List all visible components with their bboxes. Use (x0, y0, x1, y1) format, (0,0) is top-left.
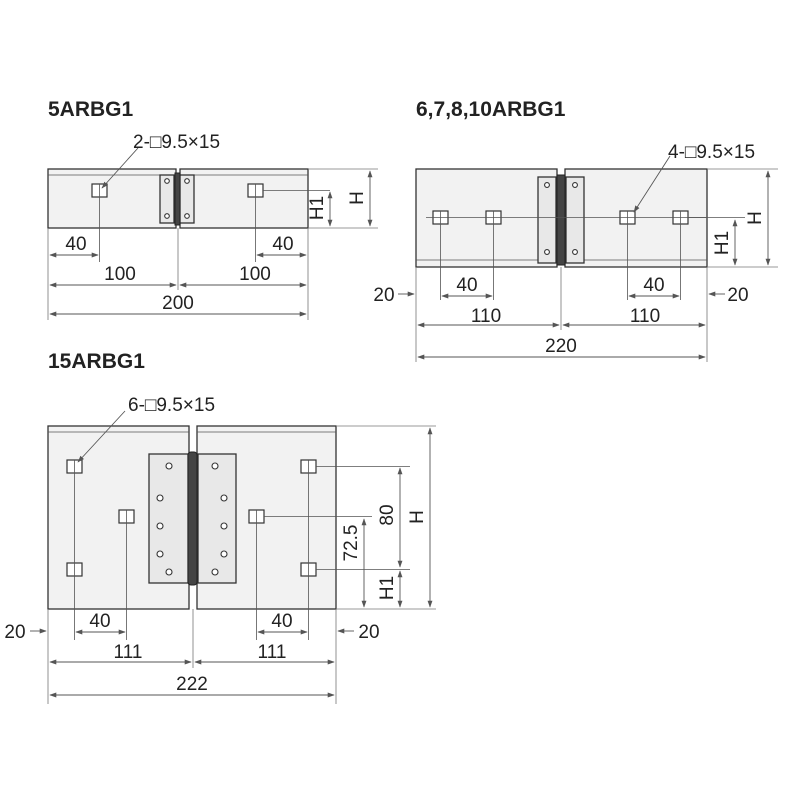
hole-callout: 2-□9.5×15 (133, 132, 220, 153)
dim-h: H (407, 510, 428, 524)
dim-40-left: 40 (456, 275, 477, 296)
hinge-knuckle (187, 451, 198, 586)
dim-40-right: 40 (643, 275, 664, 296)
callout-leader (77, 410, 126, 463)
title-6-7-8-10arbg1: 6,7,8,10ARBG1 (416, 98, 566, 121)
hinge-knuckle (174, 172, 181, 226)
dim-40-left: 40 (89, 611, 110, 632)
dim-40-right: 40 (271, 611, 292, 632)
dim-40-left: 40 (65, 234, 86, 255)
dim-h: H (745, 211, 766, 225)
view-5arbg1: 5ARBG1 2-□9.5×15 H1 H 40 (47, 98, 378, 320)
callout-leader (101, 147, 139, 189)
dim-h1: H1 (307, 196, 328, 220)
left-leaf (47, 168, 177, 229)
hinge-leaf-left (159, 174, 175, 224)
dim-72-5: 72.5 (341, 525, 362, 562)
dim-20-left: 20 (4, 622, 25, 643)
hinge-leaf-right (565, 176, 585, 264)
view-6-7-8-10arbg1: 6,7,8,10ARBG1 4-□9.5×15 H1 H (373, 98, 778, 362)
dim-h: H (347, 191, 368, 205)
dim-20-right: 20 (358, 622, 379, 643)
callout-leader (633, 155, 671, 213)
hole-callout: 4-□9.5×15 (668, 142, 755, 163)
hinge-knuckle (556, 174, 566, 266)
hinge-leaf-left (537, 176, 557, 264)
hole-callout: 6-□9.5×15 (128, 395, 215, 416)
dim-222: 222 (176, 674, 208, 695)
dim-111-right: 111 (258, 642, 287, 663)
dim-200: 200 (162, 293, 194, 314)
dim-h1: H1 (712, 231, 733, 255)
dim-100-left: 100 (104, 264, 136, 285)
view-15arbg1: 15ARBG1 6-□9.5×15 (4, 350, 436, 704)
hinge-leaf-left (148, 453, 189, 584)
dim-111-left: 111 (114, 642, 143, 663)
dim-110-left: 110 (471, 306, 501, 327)
title-15arbg1: 15ARBG1 (48, 350, 145, 373)
dim-20-left: 20 (373, 285, 394, 306)
dim-100-right: 100 (239, 264, 271, 285)
dim-h1: H1 (377, 576, 398, 600)
dim-110-right: 110 (630, 306, 660, 327)
dim-40-right: 40 (272, 234, 293, 255)
right-leaf (179, 168, 309, 229)
dim-220: 220 (545, 336, 577, 357)
dim-80: 80 (377, 504, 398, 525)
hinge-leaf-right (197, 453, 237, 584)
title-5arbg1: 5ARBG1 (48, 98, 134, 121)
dim-20-right: 20 (727, 285, 748, 306)
